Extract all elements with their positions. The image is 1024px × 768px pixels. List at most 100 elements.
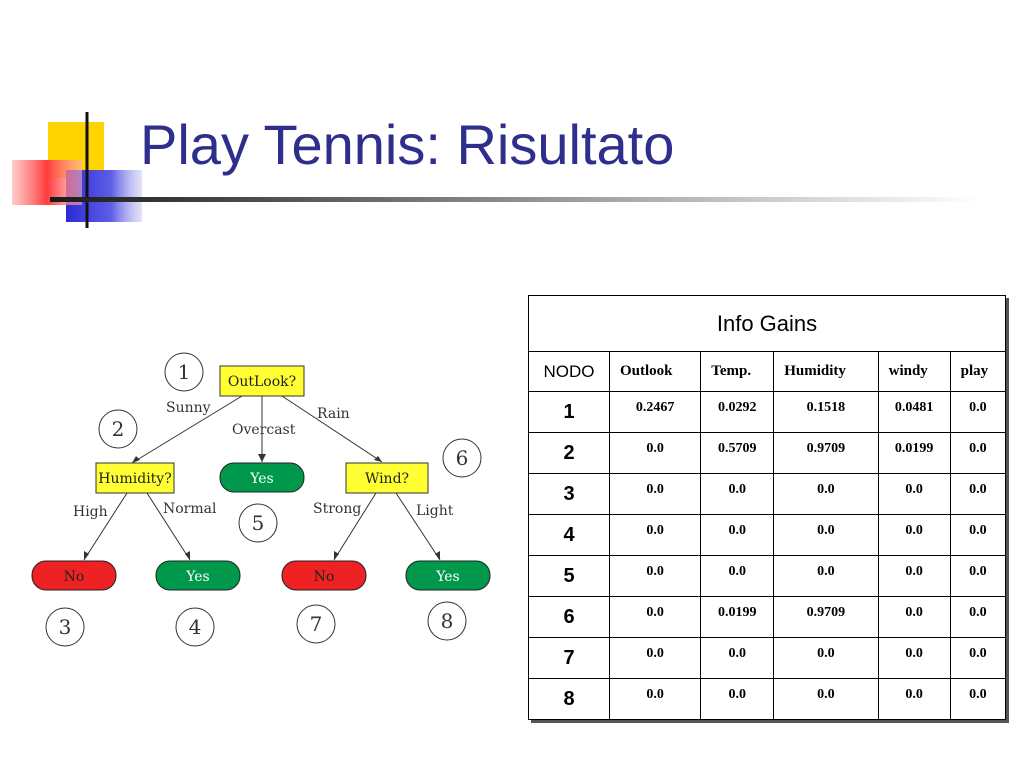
cell-windy: 0.0	[877, 473, 951, 515]
cell-play: 0.0	[949, 514, 1007, 556]
leaf-yes-light	[405, 560, 491, 591]
edge-label-light: Light	[416, 503, 454, 519]
cell-node: 8	[528, 678, 610, 720]
cell-outlook: 0.0	[608, 678, 702, 720]
cell-play: 0.0	[949, 678, 1007, 720]
arrowhead	[132, 456, 140, 463]
node-number-6-circle	[442, 438, 482, 478]
cell-temp: 0.0	[700, 678, 775, 720]
arrowhead	[258, 454, 266, 462]
table-header-row: NODO Outlook Temp. Humidity windy play	[528, 351, 1007, 392]
cell-temp: 0.0199	[700, 596, 775, 638]
cell-outlook: 0.0	[608, 555, 702, 597]
table-row: 3 0.0 0.0 0.0 0.0 0.0	[528, 473, 1007, 515]
edge-sunny	[131, 395, 243, 464]
node-wind-box	[345, 462, 429, 494]
cell-node: 1	[528, 391, 610, 433]
leaf-yes-overcast-label: Yes	[249, 471, 274, 487]
cell-temp: 0.5709	[700, 432, 775, 474]
cell-windy: 0.0481	[877, 391, 951, 433]
cell-play: 0.0	[949, 432, 1007, 474]
edge-label-overcast: Overcast	[232, 422, 296, 438]
cell-play: 0.0	[949, 473, 1007, 515]
cell-node: 2	[528, 432, 610, 474]
cell-humidity: 0.9709	[773, 432, 879, 474]
column-header-temp: Temp.	[700, 351, 775, 392]
slide-title: Play Tennis: Risultato	[140, 113, 675, 176]
cell-humidity: 0.0	[773, 473, 879, 515]
node-number-6: 6	[456, 446, 469, 470]
leaf-yes-normal	[155, 560, 241, 591]
edge-strong	[333, 492, 377, 561]
cell-outlook: 0.0	[608, 432, 702, 474]
cell-node: 7	[528, 637, 610, 679]
cell-temp: 0.0	[700, 637, 775, 679]
node-number-7: 7	[310, 612, 323, 636]
column-header-humidity: Humidity	[773, 351, 879, 392]
cell-windy: 0.0	[877, 596, 951, 638]
table-caption: Info Gains	[528, 295, 1006, 352]
edge-rain	[281, 395, 383, 463]
cell-humidity: 0.1518	[773, 391, 879, 433]
cell-play: 0.0	[949, 637, 1007, 679]
edge-label-rain: Rain	[317, 406, 350, 422]
leaf-no-high-label: No	[64, 569, 85, 585]
table-row: 2 0.0 0.5709 0.9709 0.0199 0.0	[528, 432, 1007, 474]
edge-label-normal: Normal	[163, 501, 217, 517]
table-row: 7 0.0 0.0 0.0 0.0 0.0	[528, 637, 1007, 679]
cell-play: 0.0	[949, 391, 1007, 433]
cell-outlook: 0.0	[608, 514, 702, 556]
table-row: 4 0.0 0.0 0.0 0.0 0.0	[528, 514, 1007, 556]
cell-humidity: 0.0	[773, 637, 879, 679]
arrowhead	[185, 551, 190, 560]
node-number-5: 5	[252, 511, 265, 535]
node-number-7-circle	[296, 604, 336, 644]
edge-label-high: High	[73, 504, 108, 520]
arrowhead	[374, 456, 382, 462]
column-header-play: play	[949, 351, 1007, 392]
node-number-4-circle	[175, 607, 215, 647]
node-number-5-circle	[238, 503, 278, 543]
decision-tree-diagram: OutLook? Humidity? Wind? Yes No Yes No Y…	[31, 352, 491, 647]
node-number-3: 3	[59, 615, 72, 639]
cell-windy: 0.0	[877, 555, 951, 597]
cell-temp: 0.0	[700, 555, 775, 597]
edge-label-strong: Strong	[313, 501, 361, 517]
edge-high	[83, 492, 128, 561]
cell-windy: 0.0	[877, 514, 951, 556]
table-row: 8 0.0 0.0 0.0 0.0 0.0	[528, 678, 1007, 720]
cell-node: 4	[528, 514, 610, 556]
cell-humidity: 0.9709	[773, 596, 879, 638]
table-row: 5 0.0 0.0 0.0 0.0 0.0	[528, 555, 1007, 597]
cell-temp: 0.0	[700, 514, 775, 556]
edge-normal	[146, 492, 191, 561]
cell-outlook: 0.0	[608, 637, 702, 679]
node-number-2: 2	[112, 417, 125, 441]
cell-humidity: 0.0	[773, 555, 879, 597]
leaf-no-high	[31, 560, 117, 591]
cell-outlook: 0.2467	[608, 391, 702, 433]
cell-play: 0.0	[949, 596, 1007, 638]
node-humidity-box	[95, 462, 175, 494]
info-gains-table: Info Gains NODO Outlook Temp. Humidity w…	[528, 295, 1007, 720]
edge-light	[395, 492, 441, 561]
cell-humidity: 0.0	[773, 678, 879, 720]
cell-outlook: 0.0	[608, 473, 702, 515]
node-outlook-label: OutLook?	[228, 374, 296, 390]
leaf-yes-overcast	[219, 462, 305, 493]
cell-temp: 0.0	[700, 473, 775, 515]
cell-node: 6	[528, 596, 610, 638]
node-number-2-circle	[98, 409, 138, 449]
column-header-windy: windy	[877, 351, 951, 392]
leaf-no-strong	[281, 560, 367, 591]
arrowhead	[84, 551, 89, 560]
node-outlook-box	[219, 365, 305, 397]
cell-windy: 0.0	[877, 678, 951, 720]
arrowhead	[435, 551, 440, 560]
node-number-1: 1	[178, 360, 191, 384]
node-number-1-circle	[164, 352, 204, 392]
node-number-3-circle	[45, 607, 85, 647]
cell-temp: 0.0292	[700, 391, 775, 433]
cell-humidity: 0.0	[773, 514, 879, 556]
leaf-yes-light-label: Yes	[435, 569, 460, 585]
